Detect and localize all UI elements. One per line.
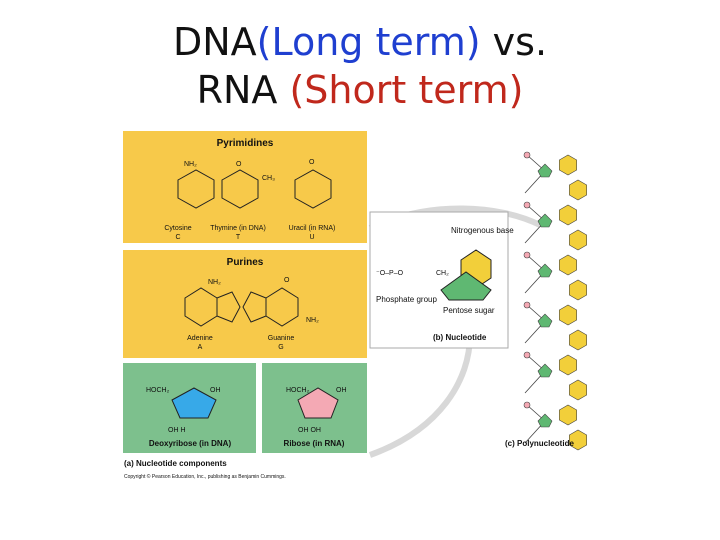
adenine-structure: NH₂ Adenine A (184, 279, 241, 351)
phosphate-node (523, 151, 531, 159)
thymine-code: T (236, 234, 241, 241)
base-hexagon (568, 379, 588, 401)
base-hexagon (558, 354, 578, 376)
ribose-group: HOCH₂ (286, 387, 310, 394)
sugar-pentagon (537, 313, 553, 328)
base-hexagon (568, 329, 588, 351)
polynucleotide-chain (523, 151, 588, 451)
guanine-code: G (278, 344, 283, 351)
uracil-top-group: O (309, 159, 315, 166)
base-hexagon (558, 204, 578, 226)
pentose-sugar-label: Pentose sugar (443, 306, 495, 315)
pentose-sugar-shape (440, 271, 492, 301)
adenine-top-group: NH₂ (208, 279, 221, 286)
base-hexagon (568, 429, 588, 451)
title-line-dna: DNA(Long term) vs. (0, 18, 720, 66)
deoxyribose-group: HOCH₂ (146, 387, 170, 394)
guanine-side-group: NH₂ (306, 317, 319, 324)
title-vs: vs. (480, 20, 548, 64)
deoxyribose-bottom-groups: OH H (168, 427, 186, 434)
phosphate-formula: ⁻O–P–O (376, 270, 404, 277)
ribose-oh: OH (336, 387, 347, 394)
base-hexagon (558, 154, 578, 176)
phosphate-node (523, 301, 531, 309)
adenine-code: A (198, 344, 203, 351)
uracil-code: U (309, 234, 314, 241)
phosphate-group-label: Phosphate group (376, 295, 437, 304)
components-caption: (a) Nucleotide components (124, 459, 227, 468)
cytosine-code: C (175, 234, 180, 241)
pyrimidines-panel (123, 131, 367, 243)
nucleotide-caption: (b) Nucleotide (433, 333, 487, 342)
base-hexagon (568, 279, 588, 301)
copyright-notice: Copyright © Pearson Education, Inc., pub… (124, 473, 286, 480)
ribose-structure: HOCH₂ OH OH OH Ribose (in RNA) (284, 387, 347, 448)
pyrimidines-heading: Pyrimidines (217, 138, 274, 149)
title-long-term: (Long term) (256, 20, 481, 64)
title-rna: RNA (196, 68, 290, 112)
phosphate-node (523, 251, 531, 259)
cytosine-top-group: NH₂ (184, 161, 197, 168)
adenine-label: Adenine (187, 335, 213, 342)
slide-title: DNA(Long term) vs. RNA (Short term) (0, 18, 720, 114)
polynucleotide-caption: (c) Polynucleotide (505, 439, 574, 448)
title-short-term: (Short term) (289, 68, 524, 112)
deoxyribose-label: Deoxyribose (in DNA) (149, 439, 232, 448)
phosphate-node (523, 401, 531, 409)
sugar-pentagon (537, 363, 553, 378)
nitrogenous-base-label: Nitrogenous base (451, 226, 514, 235)
base-hexagon (558, 404, 578, 426)
thymine-structure: O CH₃ Thymine (in DNA) T (210, 161, 275, 241)
uracil-structure: O Uracil (in RNA) U (289, 159, 336, 241)
sugar-pentagon (537, 163, 553, 178)
cytosine-label: Cytosine (164, 225, 191, 232)
ch2-group: CH₂ (436, 270, 449, 277)
deoxyribose-structure: HOCH₂ OH OH H Deoxyribose (in DNA) (146, 387, 231, 448)
phosphate-node (523, 351, 531, 359)
sugar-pentagon (537, 213, 553, 228)
thymine-label: Thymine (in DNA) (210, 225, 266, 232)
base-hexagon (568, 229, 588, 251)
base-hexagon (558, 254, 578, 276)
sugar-pentagon (537, 263, 553, 278)
base-hexagon (568, 179, 588, 201)
guanine-label: Guanine (268, 335, 295, 342)
guanine-structure: O NH₂ Guanine G (242, 277, 319, 351)
ribose-bottom-groups: OH OH (298, 427, 321, 434)
sugar-pentagon (537, 413, 553, 428)
purines-heading: Purines (227, 257, 264, 268)
connector-arc-bottom (368, 334, 473, 458)
deoxyribose-oh: OH (210, 387, 221, 394)
uracil-label: Uracil (in RNA) (289, 225, 336, 232)
title-dna: DNA (172, 20, 257, 64)
ribose-label: Ribose (in RNA) (284, 439, 345, 448)
thymine-side-group: CH₃ (262, 175, 275, 182)
cytosine-structure: NH₂ Cytosine C (164, 161, 215, 241)
guanine-top-group: O (284, 277, 290, 284)
base-hexagon (558, 304, 578, 326)
thymine-top-group: O (236, 161, 242, 168)
phosphate-node (523, 201, 531, 209)
nucleotide-diagram: ⁻O–P–O CH₂ Nitrogenous base Phosphate gr… (376, 226, 514, 342)
title-line-rna: RNA (Short term) (0, 66, 720, 114)
